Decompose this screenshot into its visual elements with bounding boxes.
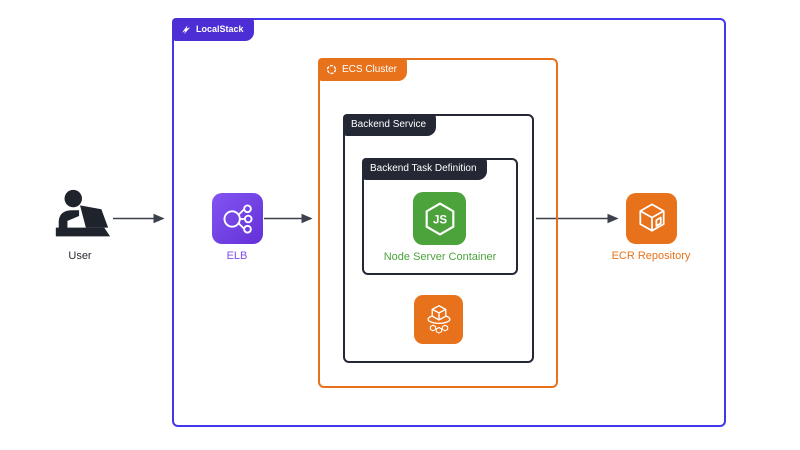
localstack-logo-icon <box>180 24 191 35</box>
user-node <box>50 188 112 244</box>
backend-task-definition-badge-label: Backend Task Definition <box>370 163 477 174</box>
person-at-laptop-icon <box>50 188 112 244</box>
localstack-badge: LocalStack <box>172 18 254 41</box>
elb-node <box>212 193 263 244</box>
load-balancer-icon <box>219 200 257 238</box>
ecr-label: ECR Repository <box>611 250 691 262</box>
backend-service-badge-label: Backend Service <box>351 119 427 130</box>
ecs-containers-icon <box>421 302 457 338</box>
ecs-cluster-badge-label: ECS Cluster <box>342 63 398 75</box>
localstack-badge-label: LocalStack <box>196 24 244 34</box>
ecr-node <box>626 193 677 244</box>
ecs-service-node <box>414 295 463 344</box>
ecs-cluster-badge: ECS Cluster <box>318 58 408 81</box>
backend-task-definition-badge: Backend Task Definition <box>362 158 487 180</box>
nodejs-hexagon-icon: JS <box>420 199 460 239</box>
node-server-node: JS <box>413 192 466 245</box>
node-server-label: Node Server Container <box>383 251 497 263</box>
localstack-container: LocalStack <box>172 18 726 427</box>
user-label: User <box>68 250 92 262</box>
elb-label: ELB <box>226 250 248 262</box>
ecr-cube-icon <box>633 200 671 238</box>
backend-service-badge: Backend Service <box>343 114 437 136</box>
svg-text:JS: JS <box>432 214 446 226</box>
ecs-cluster-container: ECS Cluster <box>318 58 558 388</box>
backend-task-definition-container: Backend Task Definition <box>362 158 518 275</box>
ecs-cluster-ring-icon <box>326 64 337 75</box>
backend-service-container: Backend Service <box>343 114 534 363</box>
